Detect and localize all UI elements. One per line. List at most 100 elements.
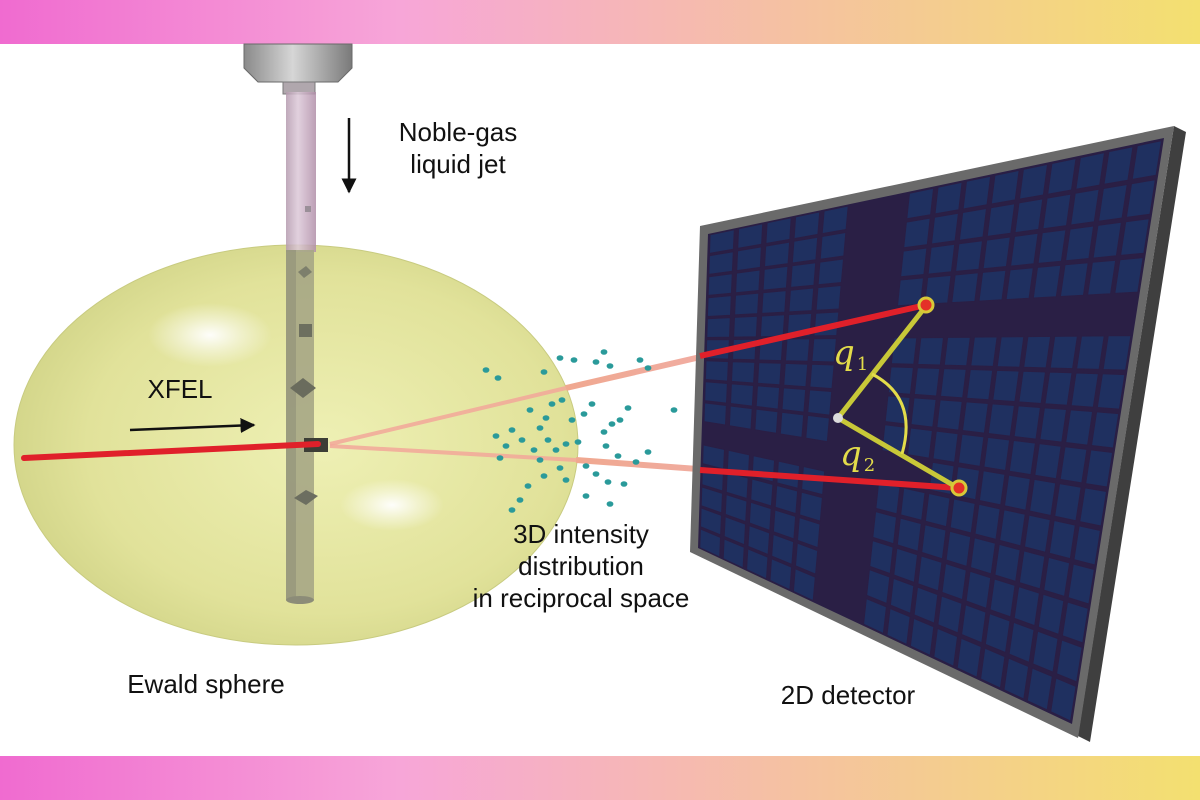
intensity-dot: [632, 459, 640, 465]
scattered-beam-1-inner: [329, 386, 567, 446]
intensity-dot: [540, 369, 548, 375]
intensity-dot: [548, 401, 556, 407]
detector-tile: [709, 229, 735, 254]
intensity-dot: [636, 357, 644, 363]
detector-tile: [866, 569, 891, 604]
jet-label-line2: liquid jet: [410, 149, 506, 179]
detector-tile: [949, 498, 976, 534]
detector-tile: [1092, 221, 1122, 259]
detector-tile: [1019, 163, 1048, 200]
detector-tile: [914, 367, 941, 397]
detector-tile: [910, 397, 937, 428]
intensity-dot: [570, 357, 578, 363]
detector-tile: [722, 538, 745, 569]
detector-tile: [704, 381, 728, 404]
detector-tile: [955, 240, 983, 272]
detector-tile: [734, 292, 760, 316]
detector-tile: [917, 555, 943, 592]
detector-tile: [1076, 335, 1105, 370]
detector-tile: [1098, 184, 1128, 222]
detector-tile: [707, 295, 732, 317]
detector-tile: [966, 369, 994, 401]
detector-tile: [1010, 232, 1039, 267]
detector-tile: [703, 402, 727, 426]
detector-tile: [970, 537, 996, 575]
detector-frame-side: [1078, 126, 1186, 742]
detector-tile: [1023, 336, 1051, 369]
detector-tile: [781, 387, 807, 413]
detector-tile: [927, 243, 956, 275]
detector-tile: [1060, 262, 1089, 297]
bragg-spot-1: [917, 296, 935, 314]
intensity-dot: [606, 501, 614, 507]
detector-tile: [962, 401, 989, 434]
intensity-dot: [582, 493, 590, 499]
intensity-dot: [516, 497, 524, 503]
detector-tile: [906, 187, 934, 220]
jet-label-line1: Noble-gas: [398, 117, 518, 147]
intensity-dot: [602, 443, 610, 449]
detector-tile: [1024, 514, 1051, 553]
detector-tile: [999, 509, 1026, 547]
detector-tile: [730, 383, 754, 407]
detector-tile: [725, 472, 749, 499]
detector-tile: [809, 363, 835, 389]
intensity-dot: [600, 349, 608, 355]
q2-index: 2: [863, 455, 876, 476]
detector-tile: [986, 203, 1016, 237]
detector-tile: [1037, 593, 1065, 635]
detector-tile: [1120, 218, 1150, 256]
detector-tile: [1042, 193, 1072, 230]
jet-label: Noble-gas liquid jet: [372, 116, 544, 180]
detector-tile: [757, 362, 782, 386]
detector-tile: [1019, 550, 1046, 590]
detector-beam-1: [699, 302, 927, 359]
intensity-dot: [562, 477, 570, 483]
detector-tile: [761, 290, 787, 314]
intensity-dot: [592, 359, 600, 365]
detector-tile: [755, 385, 780, 410]
detector-tile: [793, 211, 821, 239]
detector-tile: [1014, 198, 1044, 233]
nozzle: [243, 43, 353, 83]
detector-tile: [774, 485, 798, 515]
xfel-label: XFEL: [147, 374, 213, 404]
intensity-dot: [580, 411, 588, 417]
detector-tile: [1070, 372, 1099, 408]
detector-tile: [783, 363, 809, 388]
detector-tile: [934, 181, 963, 215]
detector-tile: [1087, 259, 1117, 296]
detector-tile: [943, 336, 971, 367]
intensity-dot: [508, 427, 516, 433]
detector-tile: [1032, 630, 1059, 673]
detector-tile: [1026, 667, 1053, 711]
intensity-dot: [644, 365, 652, 371]
liquid-jet-lower-shade: [286, 250, 296, 600]
detector-tile: [1050, 677, 1077, 722]
detector-tile: [1062, 601, 1089, 644]
jet-crystal: [298, 266, 312, 278]
detector-tile: [779, 411, 805, 438]
detector-tile: [706, 317, 731, 338]
intensity-label-line3: in reciprocal space: [472, 583, 690, 613]
detector-tile: [900, 247, 928, 278]
detector-tile: [869, 540, 894, 575]
detector-tile: [913, 586, 939, 624]
detector-tile: [958, 433, 985, 467]
detector-tile: [941, 563, 967, 601]
detector-tile: [1065, 409, 1093, 446]
detector-tile: [1065, 225, 1094, 262]
detector-tile: [1091, 411, 1120, 449]
sphere-highlight-lower: [340, 479, 444, 531]
intensity-dot: [608, 421, 616, 427]
detector-tile: [736, 246, 762, 271]
detector-tile: [893, 547, 918, 583]
detector-tile: [821, 205, 849, 234]
detector-tile: [729, 405, 753, 430]
intensity-dot: [542, 415, 550, 421]
intensity-dot: [530, 447, 538, 453]
detector-tile: [807, 389, 833, 416]
detector-tile: [799, 491, 823, 522]
detector-tile: [994, 543, 1021, 582]
